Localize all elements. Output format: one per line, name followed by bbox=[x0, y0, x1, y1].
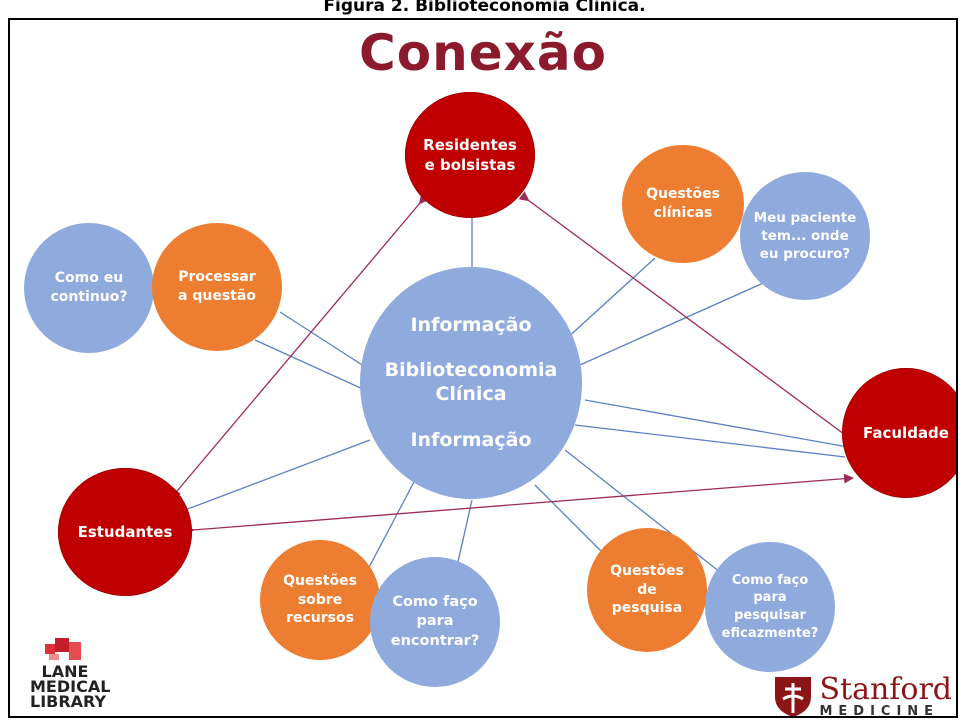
connector-center-questoes-clinicas bbox=[564, 257, 656, 341]
center-info-top: Informação bbox=[410, 313, 532, 336]
lane-logo-icon bbox=[45, 638, 81, 660]
node-estudantes: Estudantes bbox=[58, 468, 192, 596]
node-questoes-pesquisa: Questões de pesquisa bbox=[587, 528, 707, 652]
node-residentes: Residentes e bolsistas bbox=[405, 92, 535, 218]
connector-center-pesquisa bbox=[534, 484, 611, 561]
node-questoes-recursos: Questões sobre recursos bbox=[260, 540, 380, 660]
figure-caption: Figura 2. Biblioteconomia Clínica. bbox=[323, 0, 646, 16]
node-como-eu-continuo: Como eu continuo? bbox=[24, 223, 154, 353]
arrow-estudantes-faculdade bbox=[184, 473, 854, 536]
node-como-pesquisar: Como faço para pesquisar eficazmente? bbox=[705, 542, 835, 672]
stanford-medicine-logo: Stanford MEDICINE bbox=[773, 671, 952, 718]
node-processar: Processar a questão bbox=[152, 223, 282, 351]
connector-center-faculdade-b bbox=[574, 424, 846, 458]
connector-center-como-continuo bbox=[254, 339, 366, 391]
connector-center-recursos bbox=[364, 479, 416, 576]
arrow-residentes-estudantes bbox=[170, 193, 429, 499]
diagram-title: Conexão bbox=[359, 24, 607, 82]
center-info-bottom: Informação bbox=[410, 428, 532, 451]
stanford-wordmark: Stanford bbox=[819, 671, 952, 707]
connector-layer bbox=[170, 191, 854, 581]
lane-logo-text: LANE MEDICAL LIBRARY bbox=[30, 662, 111, 711]
arrow-residentes-faculdade bbox=[518, 191, 854, 442]
lane-library-logo: LANE MEDICAL LIBRARY bbox=[30, 638, 111, 711]
node-meu-paciente: Meu paciente tem... onde eu procuro? bbox=[740, 172, 870, 300]
stanford-subtitle: MEDICINE bbox=[819, 703, 940, 718]
connector-center-processar bbox=[279, 311, 371, 371]
connector-center-meu-paciente bbox=[579, 279, 771, 366]
node-questoes-clinicas: Questões clínicas bbox=[622, 145, 744, 263]
connector-center-estudantes bbox=[184, 439, 371, 511]
diagram-frame: Conexão Informação B bbox=[8, 18, 958, 718]
node-faculdade: Faculdade bbox=[842, 368, 956, 498]
node-como-encontrar: Como faço para encontrar? bbox=[370, 557, 500, 687]
center-label: Biblioteconomia Clínica bbox=[384, 359, 558, 405]
center-node: Informação Biblioteconomia Clínica Infor… bbox=[360, 267, 582, 499]
stanford-shield-icon bbox=[775, 677, 812, 716]
